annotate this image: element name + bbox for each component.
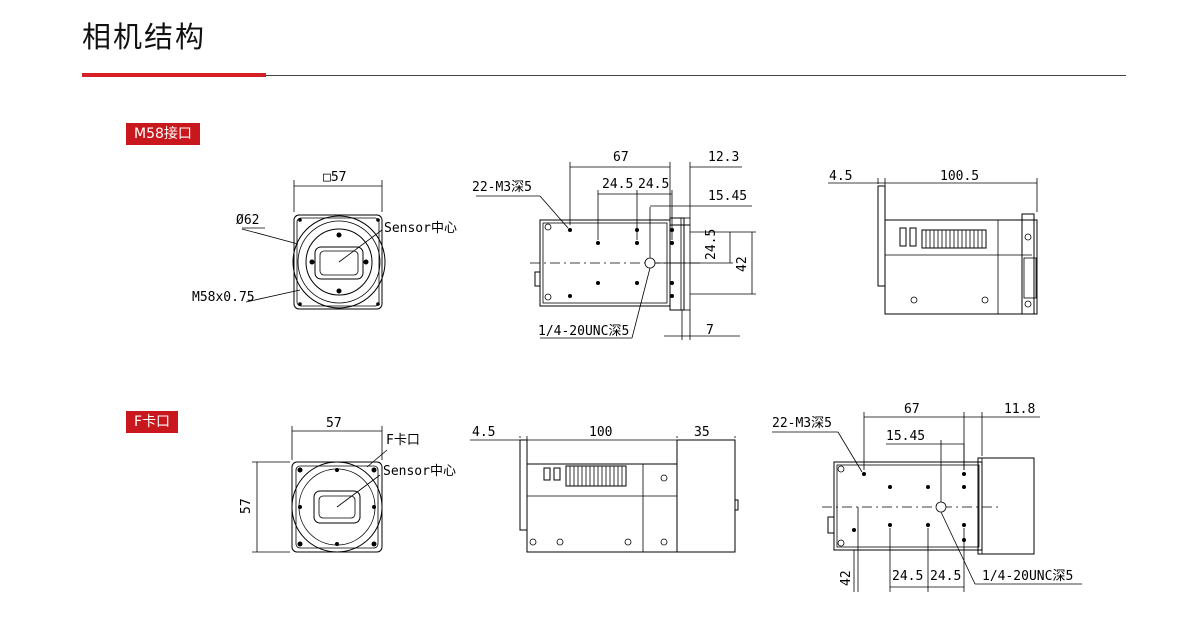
m58-bottom-dim-7: 7 (706, 323, 714, 338)
m58-bottom-tap-m3-label: 22-M3深5 (472, 180, 532, 195)
title-divider (266, 75, 1126, 76)
f-bottom-dim-24-5-a: 24.5 (892, 569, 924, 584)
f-side-dim-35: 35 (694, 425, 710, 440)
m58-front-view (241, 180, 386, 310)
m58-front-diameter-label: Ø62 (236, 213, 260, 228)
m58-bottom-dim-15-45: 15.45 (708, 189, 748, 204)
m58-bottom-dim-42: 42 (735, 256, 750, 272)
m58-side-view (828, 178, 1038, 315)
f-bottom-dim-67: 67 (904, 402, 920, 417)
m58-bottom-dim-67: 67 (613, 150, 629, 165)
f-front-view (252, 426, 388, 553)
f-side-dim-100: 100 (589, 425, 613, 440)
f-bottom-dim-15-45: 15.45 (886, 429, 926, 444)
m58-bottom-dim-24-5-c: 24.5 (704, 228, 719, 260)
m58-bottom-dim-12-3: 12.3 (708, 150, 740, 165)
m58-front-sensor-label: Sensor中心 (384, 221, 457, 236)
m58-front-thread-label: M58x0.75 (192, 290, 255, 305)
title-accent-rule (82, 73, 266, 77)
section-badge-m58: M58接口 (126, 123, 200, 145)
f-side-dim-4-5: 4.5 (472, 425, 496, 440)
m58-side-dim-100-5: 100.5 (940, 169, 980, 184)
m58-bottom-tap-unc-label: 1/4-20UNC深5 (538, 324, 630, 339)
section-badge-f-mount: F卡口 (126, 411, 179, 433)
f-front-width-label: 57 (326, 416, 342, 431)
heat-sink-fins (925, 230, 983, 248)
page-title: 相机结构 (82, 20, 207, 54)
f-bottom-dim-24-5-b: 24.5 (930, 569, 962, 584)
f-bottom-tap-unc-label: 1/4-20UNC深5 (982, 569, 1074, 584)
m58-side-dim-4-5: 4.5 (829, 169, 853, 184)
f-bottom-view (772, 412, 1082, 592)
f-front-height-label: 57 (239, 498, 254, 514)
m58-bottom-dim-24-5-b: 24.5 (638, 177, 670, 192)
f-bottom-tap-m3-label: 22-M3深5 (772, 416, 832, 431)
heat-sink-fins (569, 466, 623, 486)
f-bottom-dim-42: 42 (839, 570, 854, 586)
m58-front-width-label: □57 (323, 170, 347, 185)
f-side-view (470, 436, 739, 553)
f-front-sensor-label: Sensor中心 (383, 464, 456, 479)
f-front-mount-label: F卡口 (386, 433, 420, 448)
m58-bottom-view (476, 162, 756, 340)
m58-bottom-dim-24-5-a: 24.5 (602, 177, 634, 192)
f-bottom-dim-11-8: 11.8 (1004, 402, 1036, 417)
